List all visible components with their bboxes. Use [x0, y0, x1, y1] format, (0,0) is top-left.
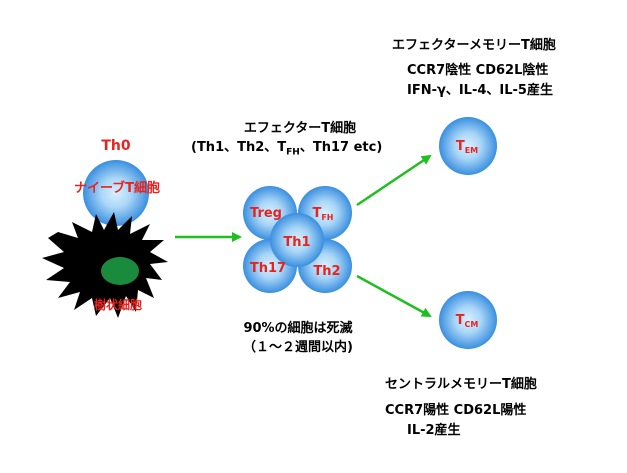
effector-note-line1: 90%の細胞は死滅	[243, 321, 353, 336]
tfh-label-main: T	[312, 206, 321, 221]
effector-subtitle-pre: (Th1、Th2、T	[191, 140, 287, 155]
tcm-line2: IL-2産生	[407, 423, 461, 438]
th0-cell	[83, 160, 149, 226]
arrow-effector-to-tem	[356, 154, 432, 207]
tfh-label: TFH	[312, 206, 333, 222]
tem-title: エフェクターメモリーT細胞	[392, 38, 556, 53]
th17-label: Th17	[250, 261, 286, 276]
arrow-effector-to-tcm	[356, 274, 432, 318]
tem-label-main: T	[456, 139, 465, 154]
effector-subtitle-post: 、Th17 etc)	[299, 140, 383, 155]
effector-subtitle-sub: FH	[286, 147, 300, 158]
th1-cell	[270, 213, 324, 267]
tcm-cell	[439, 291, 497, 349]
tem-label-sub: EM	[465, 146, 478, 155]
th0-caption: ナイーブT細胞	[74, 180, 160, 196]
dendritic-label: 樹状細胞	[94, 297, 142, 312]
th0-label: Th0	[101, 138, 131, 154]
tem-label: TEM	[456, 139, 478, 155]
treg-label: Treg	[250, 206, 282, 221]
tem-cell	[439, 117, 497, 175]
tfh-label-sub: FH	[321, 213, 333, 222]
effector-subtitle: (Th1、Th2、TFH、Th17 etc)	[191, 139, 382, 162]
tem-line1: CCR7陰性 CD62L陰性	[407, 63, 549, 78]
dendritic-cell-nucleus	[101, 257, 139, 285]
effector-note-line2: （１～２週間以内)	[243, 340, 353, 355]
tcm-label-sub: CM	[465, 320, 479, 329]
tcm-label: TCM	[456, 313, 479, 329]
tcm-line1: CCR7陽性 CD62L陽性	[385, 403, 527, 418]
tcm-label-main: T	[456, 313, 465, 328]
tcm-title: セントラルメモリーT細胞	[385, 377, 537, 392]
effector-title: エフェクターT細胞	[243, 121, 357, 136]
th1-label: Th1	[283, 235, 310, 250]
dendritic-cell	[42, 212, 168, 318]
tem-line2: IFN-γ、IL-4、IL-5産生	[407, 83, 553, 98]
th2-label: Th2	[313, 264, 340, 279]
